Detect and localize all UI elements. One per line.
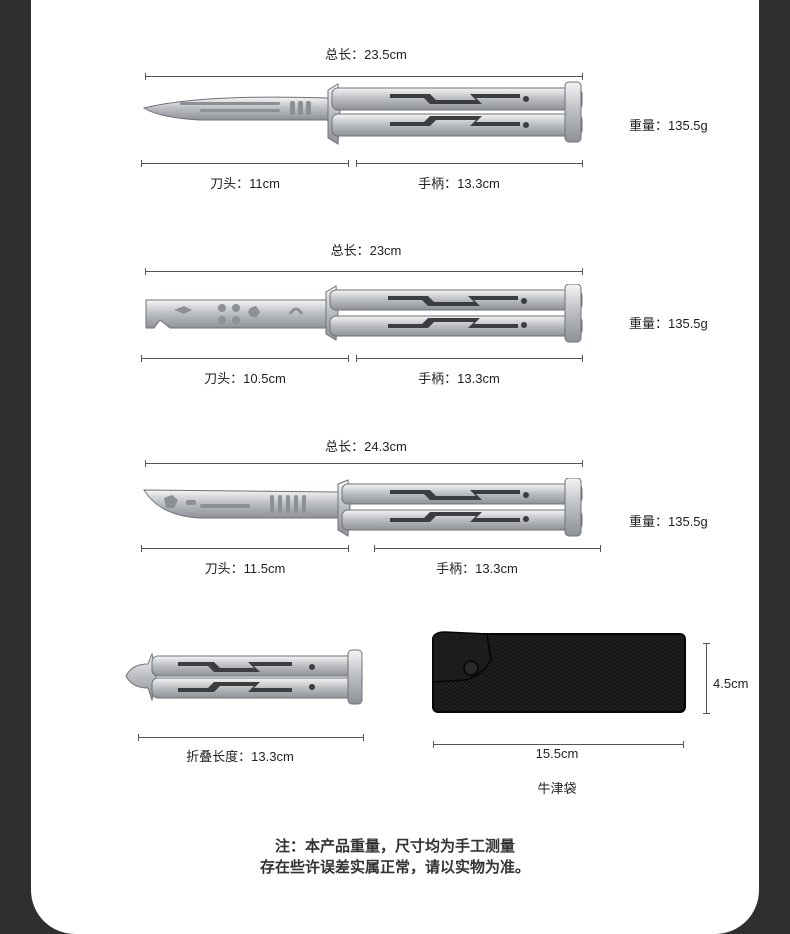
knife-1-image [142, 81, 583, 145]
knife-2-image [145, 284, 583, 343]
pouch-name: 牛津袋 [537, 781, 577, 796]
folded-length-dimension-line [138, 734, 364, 741]
pouch-height-dimension-line [703, 643, 710, 714]
knife-2-handle-length: 手柄：13.3cm [418, 371, 500, 386]
knife-1-weight: 重量：135.5g [629, 118, 708, 133]
knife-3-total-length: 总长：24.3cm [325, 439, 407, 454]
knife-2-blade-length: 刀头：10.5cm [204, 371, 286, 386]
knife-3-blade-dimension-line [141, 545, 349, 552]
pouch-height: 4.5cm [713, 676, 749, 691]
product-panel [31, 0, 759, 934]
knife-1-total-dimension-line [145, 73, 583, 80]
knife-2-blade-dimension-line [141, 355, 349, 362]
knife-1-handle-length: 手柄：13.3cm [418, 176, 500, 191]
folded-length: 折叠长度：13.3cm [186, 749, 294, 764]
note-line-2: 存在些许误差实属正常，请以实物为准。 [259, 859, 530, 876]
knife-2-handle-dimension-line [356, 355, 583, 362]
knife-2-total-dimension-line [145, 268, 583, 275]
knife-1-blade-length: 刀头：11cm [210, 176, 280, 191]
knife-2-total-length: 总长：23cm [330, 243, 402, 258]
pouch-width: 15.5cm [535, 746, 579, 761]
knife-1-total-length: 总长：23.5cm [325, 47, 407, 62]
knife-3-image [143, 478, 583, 537]
knife-1-blade-dimension-line [141, 160, 349, 167]
knife-3-blade-length: 刀头：11.5cm [204, 561, 286, 576]
knife-3-handle-dimension-line [374, 545, 601, 552]
pouch-width-dimension-line [433, 741, 684, 748]
folded-knife-image [125, 649, 363, 705]
knife-3-handle-length: 手柄：13.3cm [436, 561, 518, 576]
snap-button-icon [463, 660, 479, 676]
knife-1-handle-dimension-line [356, 160, 583, 167]
knife-2-weight: 重量：135.5g [629, 316, 708, 331]
oxford-pouch-image [432, 631, 686, 713]
knife-3-weight: 重量：135.5g [629, 514, 708, 529]
knife-3-total-dimension-line [145, 460, 583, 467]
note-line-1: 注：本产品重量，尺寸均为手工测量 [274, 838, 515, 855]
